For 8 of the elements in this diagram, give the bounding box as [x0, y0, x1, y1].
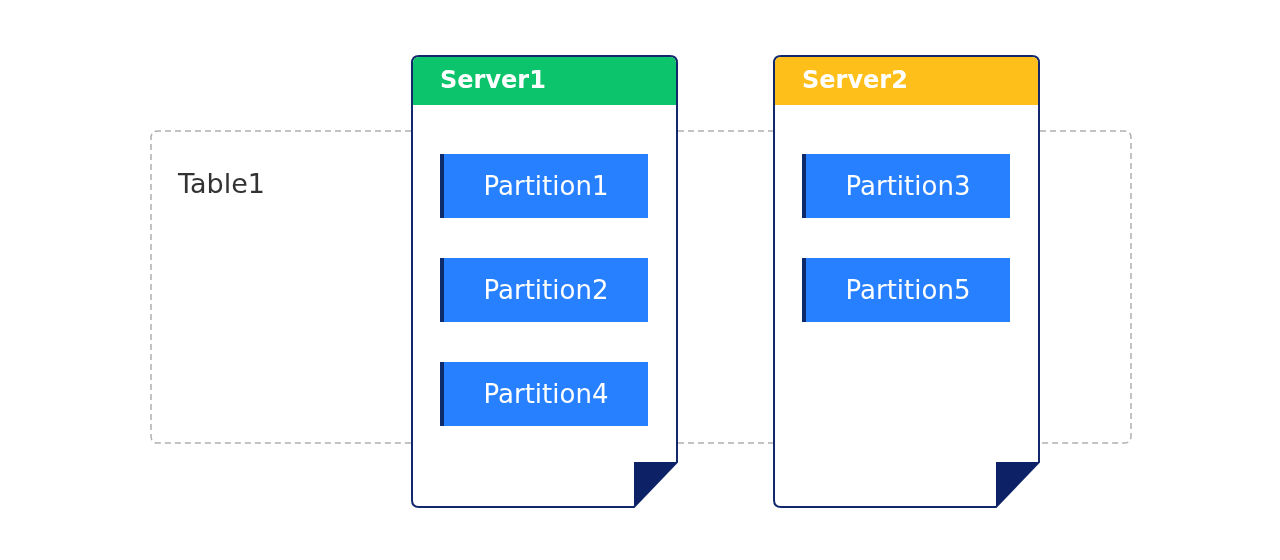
partition-box: Partition5 — [802, 258, 1010, 322]
server-label: Server1 — [440, 66, 546, 94]
partition-box: Partition2 — [440, 258, 648, 322]
table-label: Table1 — [178, 168, 265, 199]
partition-box: Partition4 — [440, 362, 648, 426]
partition-box: Partition1 — [440, 154, 648, 218]
server-label: Server2 — [802, 66, 908, 94]
partition-box: Partition3 — [802, 154, 1010, 218]
